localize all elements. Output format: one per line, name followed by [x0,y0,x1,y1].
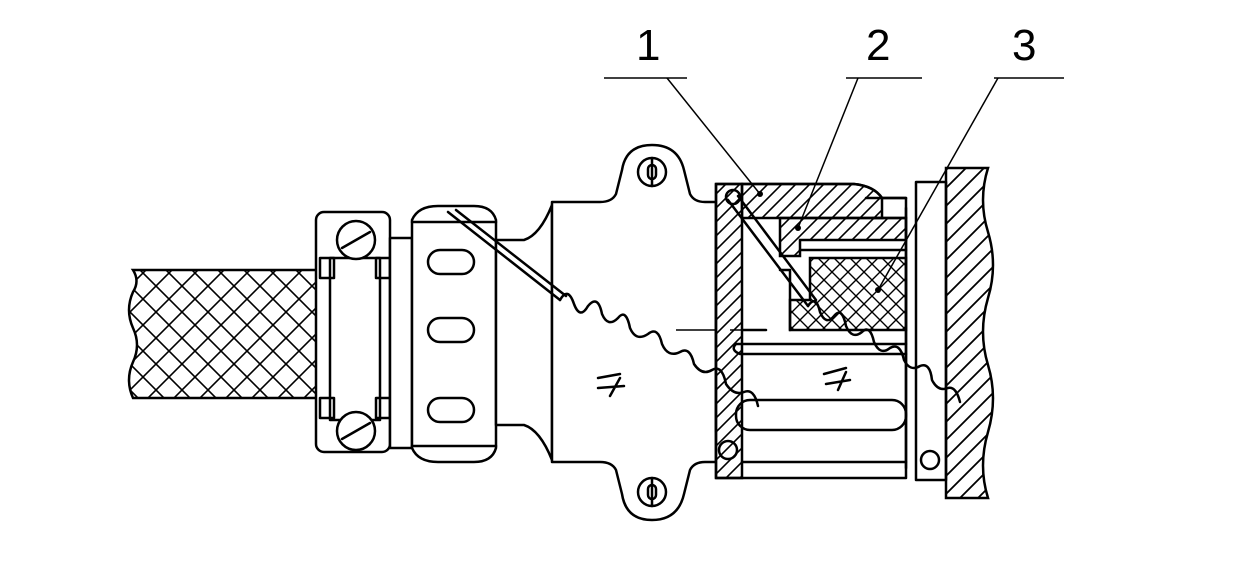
lock-wire-icon [446,208,760,461]
lock-wire-icon [724,188,962,471]
screw-head-icon [335,410,377,452]
braided-cable [127,268,320,400]
clamp-neck [388,236,414,450]
panel-wall [914,166,995,500]
mounting-hole-icon [636,476,668,508]
cable-clamp [314,210,392,454]
plug-taper [494,203,554,462]
receptacle-housing [714,182,908,480]
screw-head-icon [335,219,377,261]
mounting-hole-icon [636,156,668,188]
callout-3: 3 [1012,21,1036,70]
leader-lines [604,77,1064,293]
coupling-nut [410,204,498,464]
callout-1: 1 [636,21,660,70]
callout-2: 2 [866,21,890,70]
